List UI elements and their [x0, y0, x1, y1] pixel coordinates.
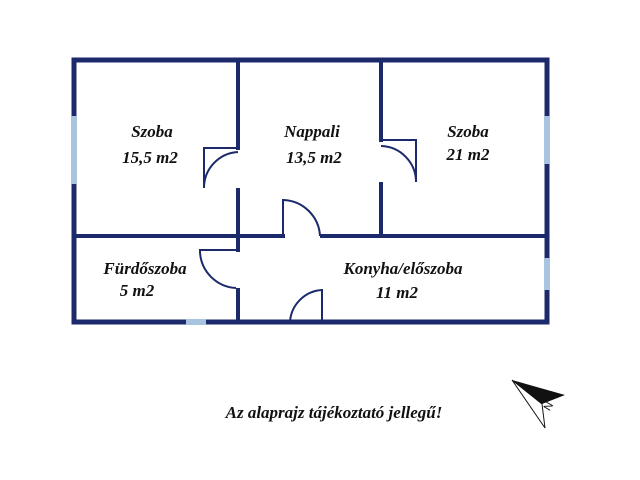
door-entrance: [289, 288, 323, 323]
disclaimer-note: Az alaprajz tájékoztató jellegű!: [225, 403, 443, 422]
door-furdoszoba: [199, 249, 238, 289]
window-left: [71, 116, 77, 184]
room-area-szoba-right: 21 m2: [446, 145, 490, 164]
room-name-konyha: Konyha/előszoba: [342, 259, 463, 278]
window-right-upper: [544, 116, 550, 164]
room-name-szoba-left: Szoba: [131, 122, 173, 141]
compass-icon: N: [511, 379, 565, 429]
room-name-furdoszoba: Fürdőszoba: [102, 259, 187, 278]
door-szoba-left: [202, 147, 239, 189]
walls: [71, 57, 550, 325]
room-area-konyha: 11 m2: [376, 283, 419, 302]
door-nappali: [282, 198, 321, 237]
room-area-nappali: 13,5 m2: [286, 148, 342, 167]
windows: [71, 116, 550, 325]
window-bottom: [186, 319, 206, 325]
room-area-szoba-left: 15,5 m2: [122, 148, 178, 167]
door-szoba-right: [380, 139, 417, 183]
doors: [199, 139, 417, 323]
room-area-furdoszoba: 5 m2: [120, 281, 155, 300]
room-name-szoba-right: Szoba: [447, 122, 489, 141]
window-right-lower: [544, 258, 550, 290]
room-name-nappali: Nappali: [283, 122, 340, 141]
compass-letter: N: [542, 400, 556, 413]
room-labels: Szoba 15,5 m2 Nappali 13,5 m2 Szoba 21 m…: [102, 122, 490, 302]
